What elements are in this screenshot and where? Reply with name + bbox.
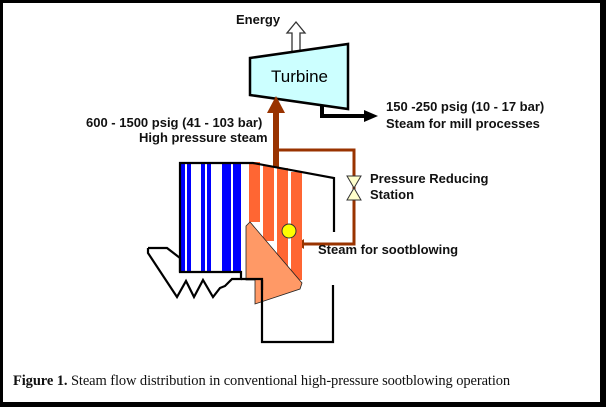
furnace-hearth (146, 246, 243, 300)
mill-pressure-label: 150 -250 psig (10 - 17 bar) (386, 99, 544, 114)
generating-bank (180, 163, 241, 272)
boiler-outline (178, 161, 336, 272)
superheater-bank (249, 162, 302, 280)
prs-label-line1: Pressure Reducing (370, 171, 489, 186)
energy-arrow-icon (285, 20, 307, 53)
caption-text: Steam flow distribution in conventional … (70, 373, 511, 389)
turbine-shape (248, 42, 350, 111)
high-pressure-arrowhead-icon (267, 96, 285, 113)
sootblowing-label: Steam for sootblowing (318, 242, 458, 257)
pressure-reducing-valve-icon (346, 175, 362, 201)
recovery-boiler (146, 161, 336, 344)
energy-label: Energy (236, 12, 281, 27)
high-pressure-range-label: 600 - 1500 psig (41 - 103 bar) (86, 115, 262, 130)
figure-caption: Figure 1. Steam flow distribution in con… (13, 373, 510, 390)
turbine-label: Turbine (271, 67, 328, 86)
prs-label-line2: Station (370, 187, 414, 202)
high-pressure-steam-label: High pressure steam (139, 130, 268, 145)
furnace-step (241, 277, 264, 290)
mill-steam-arrowhead-icon (364, 110, 378, 122)
mill-steam-label: Steam for mill processes (386, 116, 540, 131)
sootblower-dot-icon (281, 223, 297, 239)
mill-steam-pipe (320, 105, 366, 118)
dissolving-tank-outline (260, 280, 335, 344)
figure-number: Figure 1. (13, 373, 68, 389)
